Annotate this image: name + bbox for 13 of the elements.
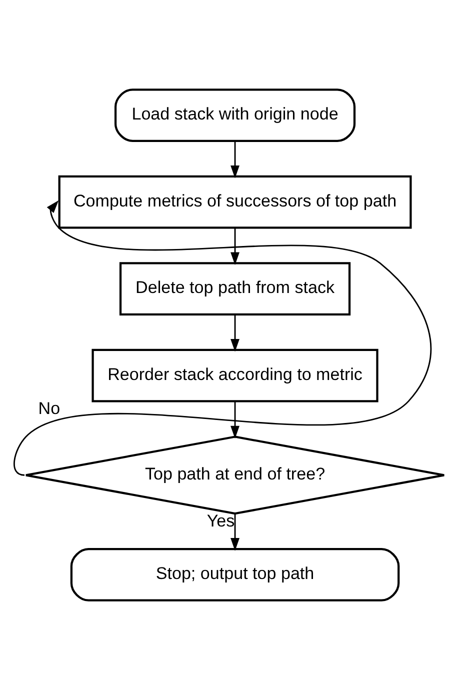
node-box: Compute metrics of successors of top path <box>58 175 412 229</box>
edge-label: No <box>38 399 60 418</box>
arrow <box>230 401 240 439</box>
node-box: Stop; output top path <box>70 548 400 602</box>
arrow <box>230 141 240 178</box>
node-box: Delete top path from stack <box>119 262 351 316</box>
node-diamond: Top path at end of tree? <box>24 436 446 515</box>
arrow <box>230 314 240 352</box>
arrow <box>230 514 240 551</box>
node-box: Reorder stack according to metric <box>92 348 378 402</box>
node-box: Load stack with origin node <box>114 88 356 142</box>
arrow <box>230 228 240 266</box>
arrow <box>14 200 432 476</box>
